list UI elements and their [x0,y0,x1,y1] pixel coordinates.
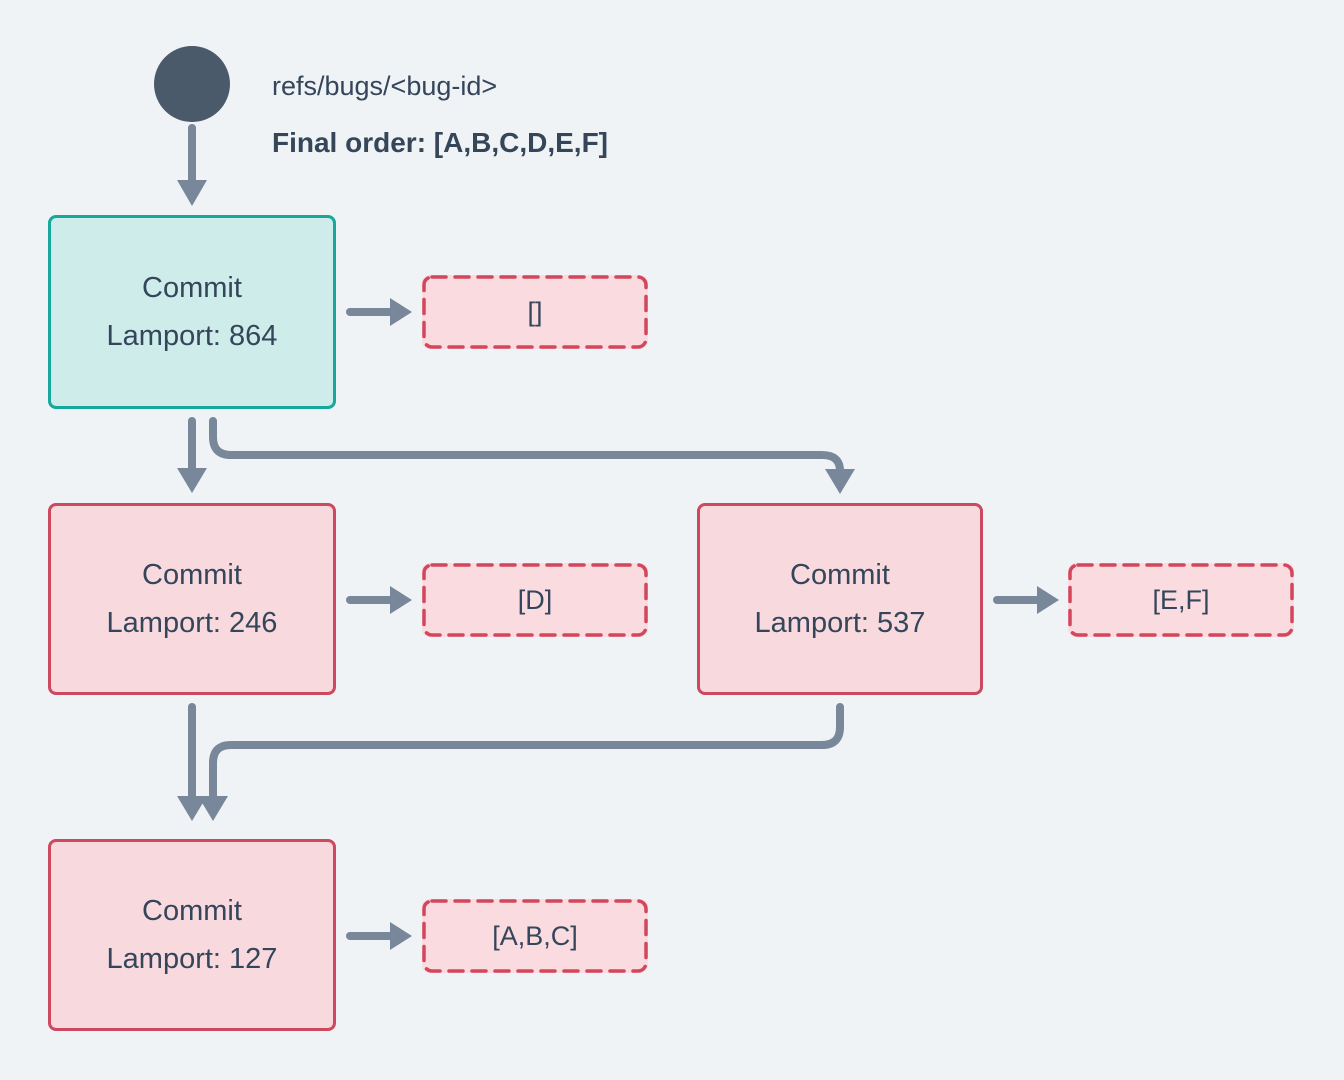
commit-node-246: Commit Lamport: 246 [48,503,336,695]
commit-title: Commit [790,559,890,591]
dashed-border [1068,563,1294,637]
edge-537-to-127 [209,703,844,802]
arrowhead-864-to-537 [825,469,855,494]
arrowhead-246-to-127 [177,796,207,821]
result-value: [A,B,C] [492,920,578,951]
commit-lamport: Lamport: 127 [106,943,278,975]
result-value: [] [527,296,543,327]
arrowhead-537-to-result [1037,586,1059,614]
final-order-label: Final order: [A,B,C,D,E,F] [272,127,608,158]
commit-node-537: Commit Lamport: 537 [697,503,983,695]
commit-title: Commit [142,272,242,304]
commit-title: Commit [142,559,242,591]
dashed-border [422,563,648,637]
dashed-border [422,899,648,973]
result-value: [D] [517,584,553,615]
arrowhead-127-to-result [390,922,412,950]
result-box-537: [E,F] [1068,563,1294,637]
edge-864-to-537 [209,417,844,475]
commit-node-127: Commit Lamport: 127 [48,839,336,1031]
commit-title: Commit [142,895,242,927]
arrowhead-246-to-result [390,586,412,614]
result-box-864: [] [422,275,648,349]
commit-lamport: Lamport: 864 [106,320,278,352]
arrowhead-537-to-127 [198,796,228,821]
commit-lamport: Lamport: 246 [106,607,278,639]
result-box-127: [A,B,C] [422,899,648,973]
arrowhead-864-to-result [390,298,412,326]
dashed-border [422,275,648,349]
result-value: [E,F] [1152,584,1210,615]
arrowhead-864-to-246 [177,468,207,493]
result-box-246: [D] [422,563,648,637]
arrowhead-ref-to-864 [177,180,207,206]
commit-lamport: Lamport: 537 [754,607,926,639]
ref-label: refs/bugs/<bug-id> [272,71,498,101]
commit-node-864: Commit Lamport: 864 [48,215,336,409]
ref-circle-icon [154,46,230,122]
